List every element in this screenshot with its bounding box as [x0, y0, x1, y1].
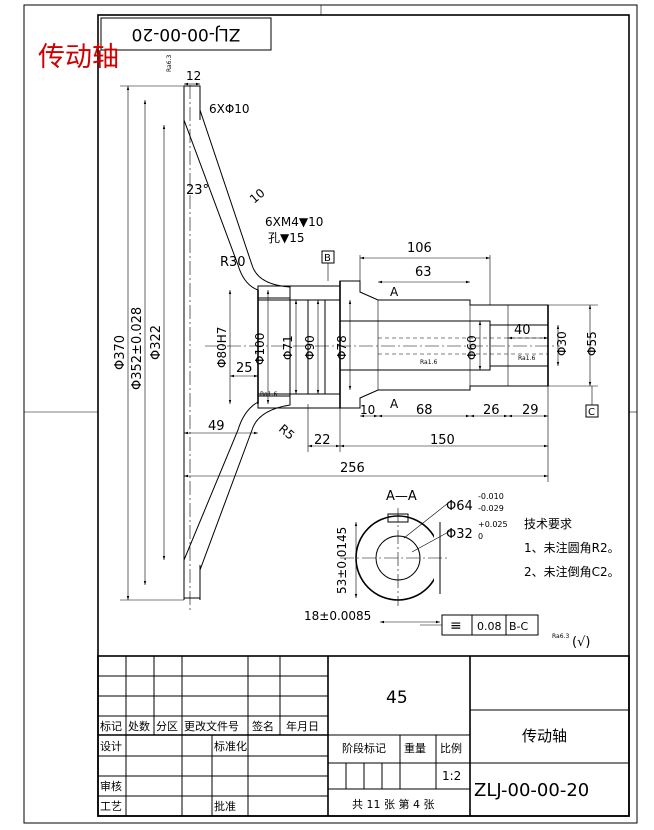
- dim-26: 26: [483, 403, 500, 418]
- sec-d53: 53±0.0145: [335, 527, 349, 594]
- tb-reviewer: 审核: [100, 779, 122, 793]
- notes-line2: 2、未注倒角C2。: [524, 564, 620, 579]
- sheet-border: [23, 4, 638, 824]
- shaft-body: [339, 280, 549, 409]
- dim-256: 256: [340, 461, 365, 476]
- rough-d: Ra1.6: [260, 391, 277, 398]
- rough-b: Ra1.6: [420, 359, 437, 366]
- dim-150: 150: [430, 433, 455, 448]
- tb-col-doc: 更改文件号: [184, 719, 239, 733]
- dim-25: 25: [236, 361, 253, 376]
- tb-designer: 设计: [100, 740, 122, 753]
- sec-dia64: Φ64: [446, 499, 473, 514]
- corner-code: ZLJ-00-00-20: [132, 24, 241, 44]
- tb-col-mark: 标记: [100, 719, 122, 733]
- dim-dia71: Φ71: [281, 335, 295, 360]
- tol-value: 0.08: [477, 620, 502, 633]
- dim-63: 63: [415, 265, 432, 280]
- datum-b: B: [321, 250, 335, 281]
- notes-heading: 技术要求: [524, 517, 572, 531]
- title-block: [97, 655, 630, 817]
- dim-dia322: Φ322: [149, 325, 164, 360]
- dim-10b: 10: [360, 403, 375, 417]
- svg-text:B: B: [324, 253, 331, 264]
- diameter-dimensions: [120, 85, 598, 601]
- flange-disk: [183, 85, 291, 600]
- rough-c: Ra1.6: [518, 355, 535, 362]
- hub-body: [257, 285, 341, 409]
- rough-a: Ra6.3: [166, 55, 173, 72]
- tb-sheets: 共 11 张 第 4 张: [352, 797, 434, 811]
- tb-process: 工艺: [100, 800, 122, 813]
- dim-dia60: Φ60: [465, 335, 479, 360]
- dim-10a: 10: [247, 186, 268, 207]
- dim-49: 49: [208, 419, 225, 434]
- section-mark-bottom: A: [390, 397, 399, 411]
- tolerance-frame: ≡ 0.08 B-C: [420, 614, 539, 636]
- tb-standardize: 标准化: [214, 739, 247, 753]
- part-name-red: 传动轴: [38, 42, 119, 73]
- length-dimensions: [184, 82, 549, 482]
- tb-material: 45: [386, 688, 408, 708]
- dim-tapped: 6XM4▼10: [265, 215, 323, 229]
- dim-106: 106: [407, 241, 432, 256]
- dim-holes: 6XΦ10: [209, 102, 250, 116]
- dim-dia30: Φ30: [555, 331, 569, 356]
- tb-weight: 重量: [404, 741, 426, 755]
- dim-40: 40: [514, 323, 531, 338]
- dim-68: 68: [416, 403, 433, 418]
- tb-col-zone: 分区: [156, 720, 178, 733]
- dim-dia352: Φ352±0.028: [130, 307, 145, 390]
- dim-dia370: Φ370: [113, 335, 128, 370]
- tol-datum: B-C: [509, 620, 529, 633]
- dim-dia90: Φ90: [303, 335, 317, 360]
- tol-symbol: ≡: [450, 618, 462, 634]
- dim-22: 22: [314, 433, 331, 448]
- sec-dia32-upper: +0.025: [478, 520, 508, 529]
- dim-dia55: Φ55: [585, 331, 599, 356]
- sec-dia32: Φ32: [446, 527, 473, 542]
- svg-text:C: C: [588, 407, 595, 418]
- tb-scale-label: 比例: [440, 741, 462, 755]
- sec-d18: 18±0.0085: [304, 609, 371, 623]
- corner-code-box: ZLJ-00-00-20: [100, 17, 272, 51]
- dim-12: 12: [186, 69, 201, 83]
- dim-dia80: Φ80H7: [215, 327, 229, 368]
- dim-29: 29: [522, 403, 539, 418]
- datum-c: C: [585, 386, 599, 418]
- section-view: A—A: [340, 489, 453, 624]
- sec-dia64-upper: -0.010: [478, 492, 504, 501]
- tb-part-name: 传动轴: [522, 727, 567, 745]
- dim-r30: R30: [220, 255, 246, 270]
- sec-dia32-lower: 0: [478, 532, 483, 541]
- rest-check: (√): [572, 635, 590, 650]
- tb-col-count: 处数: [128, 720, 150, 733]
- dim-r5: R5: [276, 422, 297, 443]
- section-title: A—A: [386, 489, 417, 504]
- tb-drawing-no: ZLJ-00-00-20: [474, 780, 589, 801]
- section-mark-top: A: [390, 285, 399, 299]
- dim-dia78: Φ78: [335, 335, 349, 360]
- sec-dia64-lower: -0.029: [478, 504, 504, 513]
- tb-col-date: 年月日: [286, 719, 319, 733]
- rest-roughness: Ra6.3: [552, 633, 569, 640]
- dim-dia100: Φ100: [253, 333, 267, 365]
- tb-scale-value: 1:2: [442, 769, 461, 783]
- dim-angle23: 23°: [186, 183, 209, 198]
- tb-approve: 批准: [214, 799, 236, 813]
- tb-col-sign: 签名: [252, 719, 274, 733]
- dim-tapped2: 孔▼15: [268, 231, 305, 245]
- notes-line1: 1、未注圆角R2。: [524, 540, 620, 555]
- tb-stage-mark: 阶段标记: [342, 741, 386, 755]
